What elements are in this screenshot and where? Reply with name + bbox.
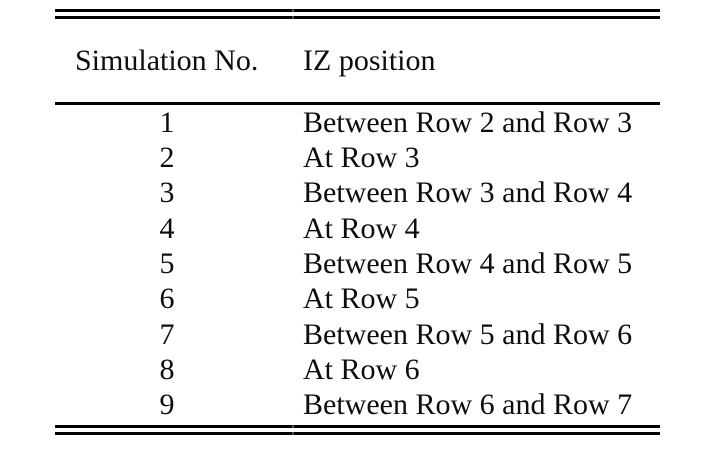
column-header-iz-position: IZ position xyxy=(303,43,436,77)
simulation-no-cell: 1 xyxy=(159,105,175,139)
simulation-no-cell: 9 xyxy=(159,388,175,422)
column-seam xyxy=(292,425,294,435)
simulation-no-cell: 3 xyxy=(159,176,175,210)
header-divider-rule xyxy=(55,102,660,105)
simulation-no-cell: 4 xyxy=(159,211,175,245)
iz-position-cell: Between Row 3 and Row 4 xyxy=(303,176,633,210)
column-header-simulation-no: Simulation No. xyxy=(75,43,259,77)
table-row: 4 At Row 4 xyxy=(55,211,660,246)
table-row: 6 At Row 5 xyxy=(55,282,660,317)
table-body: 1 Between Row 2 and Row 3 2 At Row 3 3 B… xyxy=(55,105,660,423)
iz-position-cell: Between Row 5 and Row 6 xyxy=(303,317,633,351)
iz-position-cell: Between Row 4 and Row 5 xyxy=(303,246,633,280)
table-top-double-rule xyxy=(55,9,660,19)
iz-position-cell: At Row 5 xyxy=(303,282,420,316)
simulation-no-cell: 6 xyxy=(159,282,175,316)
simulation-no-cell: 8 xyxy=(159,352,175,386)
simulation-no-cell: 5 xyxy=(159,246,175,280)
iz-position-cell: At Row 6 xyxy=(303,352,420,386)
iz-position-cell: At Row 4 xyxy=(303,211,420,245)
table-row: 8 At Row 6 xyxy=(55,352,660,387)
table-row: 7 Between Row 5 and Row 6 xyxy=(55,317,660,352)
table-row: 9 Between Row 6 and Row 7 xyxy=(55,388,660,423)
table-row: 2 At Row 3 xyxy=(55,140,660,175)
column-seam xyxy=(292,9,294,19)
iz-position-cell: Between Row 2 and Row 3 xyxy=(303,105,633,139)
table-header-row: Simulation No. IZ position xyxy=(55,19,660,102)
table-bottom-double-rule xyxy=(55,425,660,435)
table-row: 5 Between Row 4 and Row 5 xyxy=(55,246,660,281)
simulation-no-cell: 7 xyxy=(159,317,175,351)
simulation-no-cell: 2 xyxy=(159,140,175,174)
table-row: 1 Between Row 2 and Row 3 xyxy=(55,105,660,140)
table-row: 3 Between Row 3 and Row 4 xyxy=(55,176,660,211)
iz-position-cell: Between Row 6 and Row 7 xyxy=(303,388,633,422)
iz-position-cell: At Row 3 xyxy=(303,140,420,174)
